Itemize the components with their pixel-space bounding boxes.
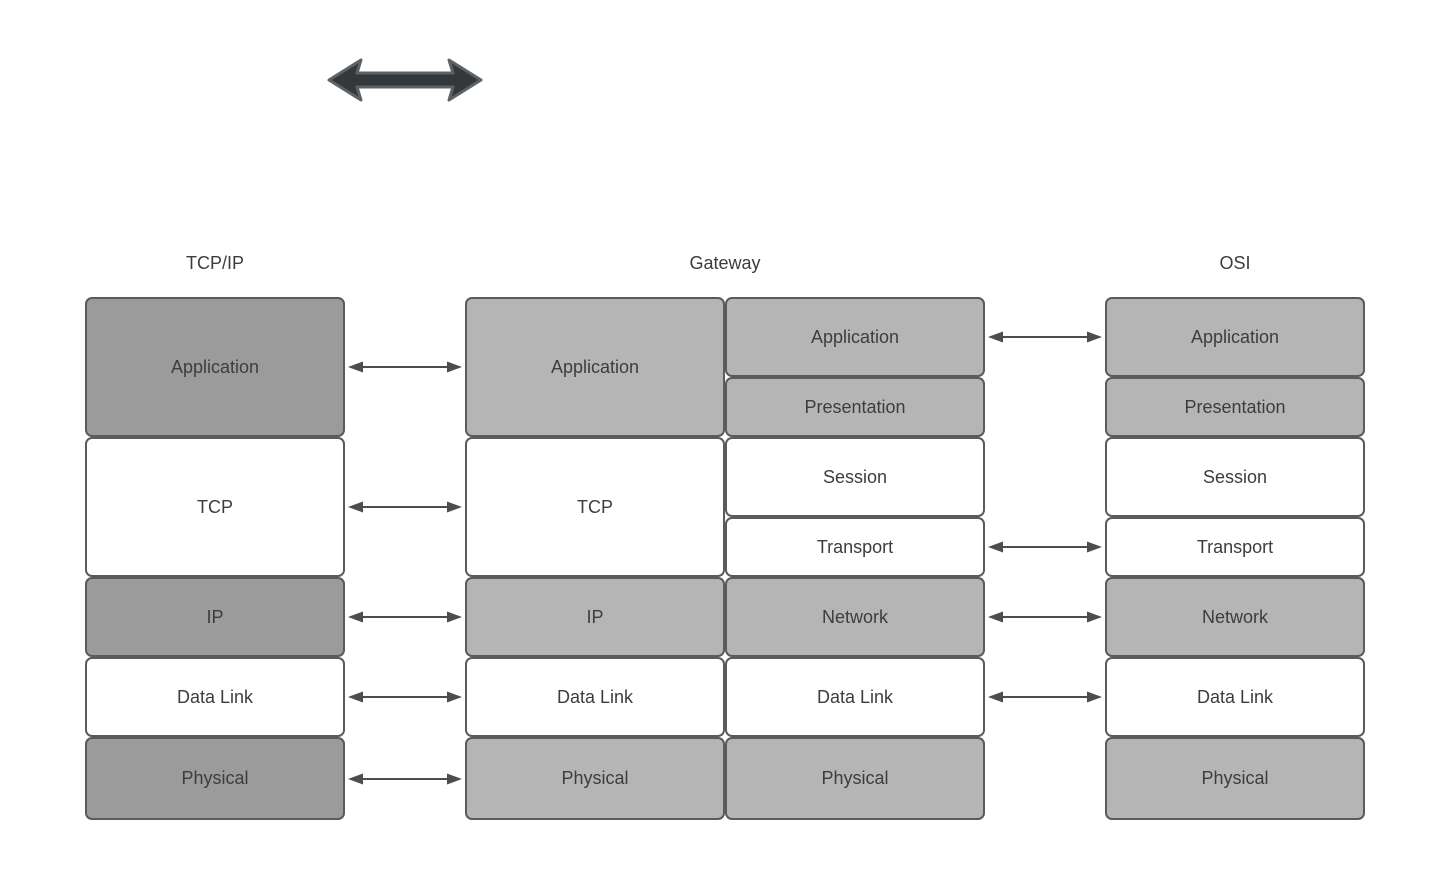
connection-arrow [988, 611, 1102, 623]
connection-arrow [348, 611, 462, 623]
layer-label: TCP [577, 496, 613, 517]
layer-osi-network: Network [1105, 577, 1365, 657]
connection-arrow [988, 541, 1102, 553]
layer-label: Physical [1201, 768, 1269, 788]
layer-osi-physical: Physical [1105, 737, 1365, 820]
connection-arrow [348, 773, 462, 784]
layer-label: Session [822, 466, 888, 487]
layer-gateway-left-application: Application [465, 297, 725, 437]
layer-gateway-left-data-link: Data Link [465, 657, 725, 737]
layer-tcpip-ip: IP [85, 577, 345, 657]
layer-osi-application: Application [1105, 297, 1365, 377]
layer-label: Presentation [804, 396, 906, 417]
connection-arrow [348, 361, 462, 373]
layer-osi-transport: Transport [1105, 517, 1365, 577]
layer-tcpip-application: Application [85, 297, 345, 437]
layer-label: Application [1190, 326, 1280, 347]
layer-label: Data Link [816, 686, 894, 707]
layer-gateway-right-physical: Physical [725, 737, 985, 820]
layer-gateway-right-transport: Transport [725, 517, 985, 577]
double-arrow-icon [327, 58, 483, 102]
layer-osi-presentation: Presentation [1105, 377, 1365, 437]
layer-gateway-right-data-link: Data Link [725, 657, 985, 737]
layer-label: Transport [816, 536, 894, 557]
layer-osi-session: Session [1105, 437, 1365, 517]
layer-gateway-right-network: Network [725, 577, 985, 657]
layer-label: TCP [197, 496, 233, 517]
column-header-osi: OSI [1219, 253, 1251, 273]
layer-label: Application [810, 326, 900, 347]
layer-label: Physical [561, 768, 629, 788]
layer-label: Data Link [1196, 686, 1274, 707]
layer-gateway-left-physical: Physical [465, 737, 725, 820]
layer-label: Physical [181, 768, 249, 788]
layer-label: Network [821, 606, 888, 627]
connection-arrow [348, 501, 462, 513]
layer-gateway-right-application: Application [725, 297, 985, 377]
layer-gateway-left-tcp: TCP [465, 437, 725, 577]
layer-gateway-right-session: Session [725, 437, 985, 517]
column-header-gateway: Gateway [689, 253, 761, 273]
layer-tcpip-data-link: Data Link [85, 657, 345, 737]
connection-arrow [988, 331, 1102, 343]
layer-label: Data Link [556, 686, 634, 707]
layer-gateway-left-ip: IP [465, 577, 725, 657]
layer-label: IP [586, 606, 604, 627]
layer-osi-data-link: Data Link [1105, 657, 1365, 737]
layer-gateway-right-presentation: Presentation [725, 377, 985, 437]
layer-label: Presentation [1184, 396, 1286, 417]
connection-arrow [348, 691, 462, 703]
layer-label: IP [206, 606, 224, 627]
connection-arrow [988, 691, 1102, 703]
layer-tcpip-physical: Physical [85, 737, 345, 820]
column-header-tcpip: TCP/IP [185, 253, 244, 273]
layer-label: Application [550, 356, 640, 377]
layer-label: Network [1201, 606, 1268, 627]
layer-label: Transport [1196, 536, 1274, 557]
layer-label: Application [170, 356, 260, 377]
layer-label: Physical [821, 768, 889, 788]
layer-tcpip-tcp: TCP [85, 437, 345, 577]
layer-label: Data Link [176, 686, 254, 707]
layer-label: Session [1202, 466, 1268, 487]
